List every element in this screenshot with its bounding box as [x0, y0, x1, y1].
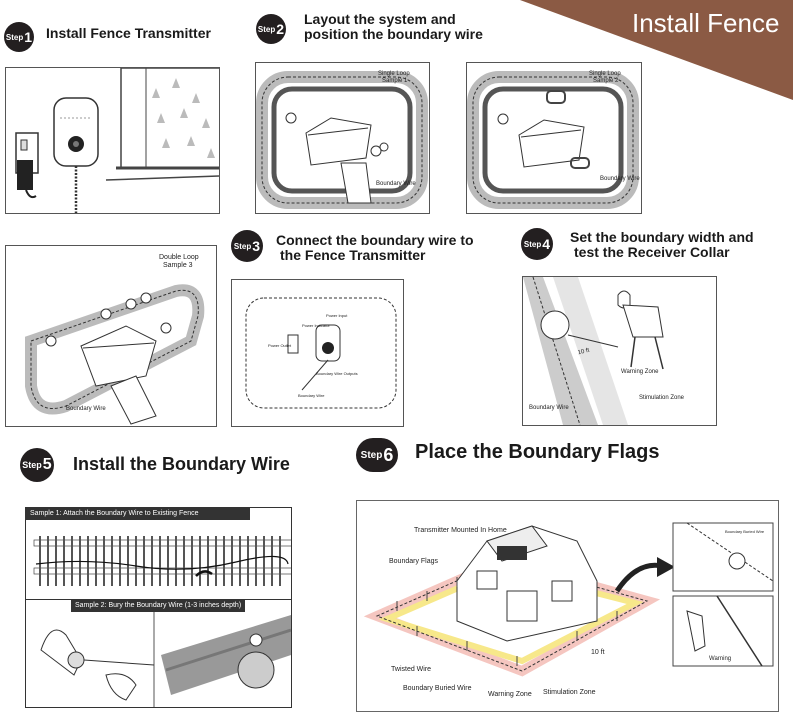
- step6-transmitter-label: Transmitter Mounted In Home: [414, 527, 507, 535]
- step6-buried-label: Boundary Buried Wire: [403, 685, 471, 693]
- step3-panel: Power Outlet Power Indicator Power Input…: [231, 279, 404, 427]
- step-number: 4: [542, 236, 550, 252]
- single-loop-diagram-1: [256, 63, 429, 213]
- bury-wire-illustration: [26, 600, 291, 707]
- step4-stimulation-zone: Stimulation Zone: [639, 395, 684, 402]
- step5-sample2-header: Sample 2: Bury the Boundary Wire (1-3 in…: [71, 600, 245, 612]
- step4-title: Set the boundary width and test the Rece…: [570, 230, 754, 261]
- step3-power-indicator: Power Indicator: [302, 324, 330, 329]
- step-number: 5: [43, 456, 52, 474]
- step-word: Step: [234, 242, 251, 251]
- step1-panel: [5, 67, 220, 214]
- step4-panel: 10 ft Warning Zone Stimulation Zone Boun…: [522, 276, 717, 426]
- step-number: 6: [383, 445, 393, 466]
- step2-title-line1: Layout the system and: [304, 12, 483, 27]
- step6-flags-label: Boundary Flags: [389, 558, 438, 566]
- step-word: Step: [258, 25, 275, 34]
- step1-title: Install Fence Transmitter: [46, 26, 211, 41]
- sample1-wire-label: Boundary Wire: [376, 181, 416, 188]
- banner-title: Install Fence: [632, 8, 779, 39]
- step6-title: Place the Boundary Flags: [415, 441, 660, 463]
- step3-title-line1: Connect the boundary wire to: [276, 233, 474, 248]
- step-word: Step: [524, 240, 541, 249]
- transmitter-illustration: [6, 68, 219, 213]
- step3-boundary-wire: Boundary Wire: [298, 394, 324, 399]
- step5-sample1-panel: Sample 1: Attach the Boundary Wire to Ex…: [25, 507, 292, 601]
- step4-title-line2: test the Receiver Collar: [570, 245, 754, 260]
- step6-distance-label: 10 ft: [591, 649, 605, 657]
- step5-sample1-header: Sample 1: Attach the Boundary Wire to Ex…: [26, 508, 250, 520]
- step6-stimulation-label: Stimulation Zone: [543, 689, 596, 697]
- collar-test-illustration: [523, 277, 716, 425]
- step5-sample2-panel: Sample 2: Bury the Boundary Wire (1-3 in…: [25, 599, 292, 708]
- step2-title-line2: position the boundary wire: [304, 27, 483, 42]
- transmitter-connection-diagram: [232, 280, 403, 426]
- sample2-wire-label: Boundary Wire: [600, 176, 640, 183]
- fence-illustration: [26, 520, 291, 600]
- step5-title: Install the Boundary Wire: [73, 455, 290, 475]
- step6-inset-wire-label: Boundary Buried Wire: [725, 530, 764, 535]
- single-loop-diagram-2: [467, 63, 641, 213]
- step4-warning-zone: Warning Zone: [621, 369, 658, 376]
- sample3-wire-label: Boundary Wire: [66, 406, 106, 413]
- step-number: 2: [276, 21, 284, 37]
- step3-wire-outputs: Boundary Wire Outputs: [316, 372, 358, 377]
- step6-warning-label: Warning Zone: [488, 691, 532, 699]
- step3-power-outlet: Power Outlet: [268, 344, 291, 349]
- sample2-depth: (1-3 inches depth): [185, 602, 241, 609]
- step-word: Step: [6, 33, 23, 42]
- step-number: 3: [252, 238, 260, 254]
- double-loop-diagram: [6, 246, 216, 426]
- step6-inset-warning-label: Warning: [709, 656, 731, 663]
- step4-boundary-wire: Boundary Wire: [529, 405, 569, 412]
- step4-title-line1: Set the boundary width and: [570, 230, 754, 245]
- sample2-label: Sample 2: Bury the Boundary Wire: [75, 602, 183, 609]
- step-word: Step: [22, 460, 42, 470]
- step-word: Step: [361, 450, 383, 461]
- step-number: 1: [24, 29, 32, 45]
- step3-title-line2: the Fence Transmitter: [276, 248, 474, 263]
- step6-twisted-label: Twisted Wire: [391, 666, 431, 674]
- step2-title: Layout the system and position the bound…: [304, 12, 483, 43]
- step6-panel: Transmitter Mounted In Home Boundary Fla…: [356, 500, 779, 712]
- step3-title: Connect the boundary wire to the Fence T…: [276, 233, 474, 264]
- step3-power-input: Power Input: [326, 314, 347, 319]
